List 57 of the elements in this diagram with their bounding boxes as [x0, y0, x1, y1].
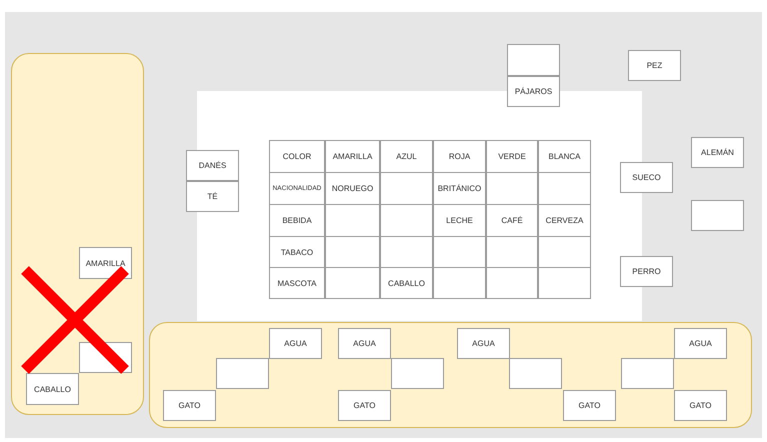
- card-text: CABALLO: [34, 384, 71, 394]
- table-cell: CERVEZA: [538, 204, 591, 237]
- card-text: AMARILLA: [86, 258, 126, 268]
- card: [674, 390, 727, 421]
- blank-card: [216, 358, 269, 389]
- card: [186, 181, 239, 212]
- table-cell: CABALLO: [380, 267, 433, 299]
- card-text: DANÉS: [198, 161, 226, 170]
- table-cell: LECHE: [433, 204, 486, 237]
- table-cell: MASCOTA: [269, 267, 325, 299]
- card: [338, 390, 391, 421]
- table-cell: ROJA: [433, 140, 486, 173]
- group-panel: [149, 322, 752, 428]
- table-cell: COLOR: [269, 140, 325, 173]
- card: [79, 247, 132, 279]
- card-text: GATO: [690, 401, 712, 410]
- blank-card: [621, 358, 674, 389]
- table-cell: CAFÉ: [486, 204, 538, 237]
- card: [26, 373, 79, 405]
- card-text: GATO: [178, 401, 200, 410]
- card-text: PERRO: [632, 267, 661, 276]
- card: [620, 162, 673, 193]
- card-text: AGUA: [689, 339, 712, 348]
- card-text: AGUA: [284, 339, 307, 348]
- card: [186, 150, 239, 181]
- blank-card: [507, 44, 560, 76]
- card: [620, 256, 673, 287]
- table-cell: NORUEGO: [325, 172, 380, 205]
- card-text: PEZ: [646, 61, 662, 70]
- table-cell: BEBIDA: [269, 204, 325, 237]
- table-cell: TABACO: [269, 236, 325, 268]
- group-panel: [11, 53, 144, 415]
- card-text: PÁJAROS: [514, 87, 552, 96]
- blank-card: [391, 358, 444, 389]
- card: [674, 328, 727, 359]
- blank-card: [691, 200, 744, 231]
- card-text: AGUA: [472, 339, 495, 348]
- table-cell: BRITÁNICO: [433, 172, 486, 205]
- card: [563, 390, 616, 421]
- card-text: GATO: [578, 401, 600, 410]
- card: [338, 328, 391, 359]
- card: [691, 137, 744, 168]
- card-text: SUECO: [632, 173, 661, 182]
- blank-card: [509, 358, 562, 389]
- card: [163, 390, 216, 421]
- table-cell: VERDE: [486, 140, 538, 173]
- card: [628, 50, 681, 81]
- table-cell: AZUL: [380, 140, 433, 173]
- table-cell: BLANCA: [538, 140, 591, 173]
- card: [457, 328, 510, 359]
- card: [507, 76, 560, 107]
- table-cell: AMARILLA: [325, 140, 380, 173]
- card-text: AGUA: [353, 339, 376, 348]
- card-text: TÉ: [207, 192, 218, 201]
- card-text: GATO: [354, 401, 376, 410]
- card-text: ALEMÁN: [701, 148, 734, 157]
- card: [269, 328, 322, 359]
